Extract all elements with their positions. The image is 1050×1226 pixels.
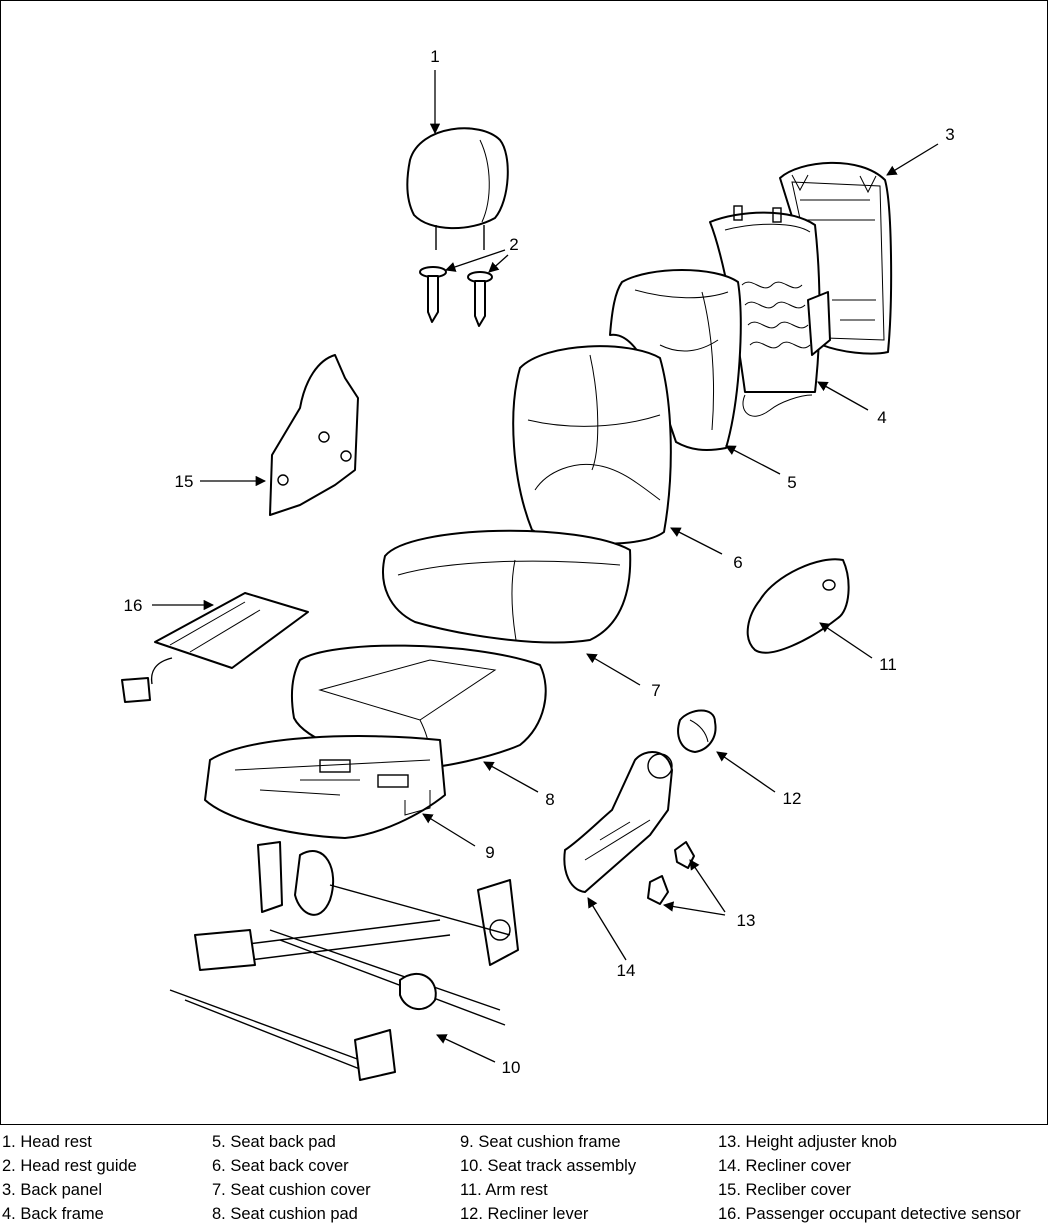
legend-item: 16. Passenger occupant detective sensor bbox=[718, 1205, 1021, 1223]
callout-4: 4 bbox=[877, 408, 886, 427]
legend-item: 10. Seat track assembly bbox=[460, 1157, 637, 1175]
leader-2a bbox=[445, 249, 506, 272]
legend-column-3: 9. Seat cushion frame 10. Seat track ass… bbox=[460, 1130, 636, 1226]
callout-2: 2 bbox=[509, 235, 518, 254]
leader-lines bbox=[152, 70, 939, 1063]
back-frame-part bbox=[709, 205, 831, 417]
leader-3 bbox=[886, 143, 939, 176]
legend-item: 11. Arm rest bbox=[460, 1181, 548, 1199]
seat-back-cover-part bbox=[512, 345, 672, 545]
leader-9 bbox=[422, 813, 476, 847]
callout-12: 12 bbox=[783, 789, 802, 808]
seat-track-assembly-part bbox=[169, 841, 519, 1081]
legend-column-1: 1. Head rest 2. Head rest guide 3. Back … bbox=[2, 1130, 137, 1226]
recliber-cover-part bbox=[269, 354, 359, 516]
callout-7: 7 bbox=[651, 681, 660, 700]
legend-item: 15. Recliber cover bbox=[718, 1181, 851, 1199]
legend-item: 1. Head rest bbox=[2, 1133, 92, 1151]
legend-item: 6. Seat back cover bbox=[212, 1157, 349, 1175]
seat-back-pad-part bbox=[609, 269, 742, 451]
callout-labels: 1 2 3 4 5 6 7 8 9 10 11 12 13 14 15 16 bbox=[124, 47, 955, 1077]
legend-item: 4. Back frame bbox=[2, 1205, 104, 1223]
leader-8 bbox=[483, 761, 539, 793]
seat-cushion-cover-part bbox=[382, 529, 632, 644]
seat-cushion-frame-part bbox=[204, 735, 446, 839]
leader-2b bbox=[488, 254, 509, 273]
leader-5 bbox=[725, 445, 781, 475]
seat-exploded-diagram: 1 2 3 4 5 6 7 8 9 10 11 12 13 14 15 16 bbox=[121, 47, 955, 1081]
callout-3: 3 bbox=[945, 125, 954, 144]
leader-12 bbox=[716, 751, 776, 793]
head-rest-guide-part bbox=[419, 266, 493, 327]
legend-item: 2. Head rest guide bbox=[2, 1157, 137, 1175]
callout-13: 13 bbox=[737, 911, 756, 930]
back-panel-part bbox=[779, 161, 893, 355]
height-adjuster-knob-part bbox=[647, 841, 695, 905]
callout-1: 1 bbox=[430, 47, 439, 66]
callout-16: 16 bbox=[124, 596, 143, 615]
leader-4 bbox=[817, 381, 869, 411]
head-rest-part bbox=[406, 127, 509, 250]
leader-11 bbox=[819, 622, 873, 659]
callout-14: 14 bbox=[617, 961, 636, 980]
callout-9: 9 bbox=[485, 843, 494, 862]
legend-item: 9. Seat cushion frame bbox=[460, 1133, 621, 1151]
arm-rest-part bbox=[746, 558, 850, 654]
parts-legend: 1. Head rest 2. Head rest guide 3. Back … bbox=[0, 1130, 1050, 1223]
callout-5: 5 bbox=[787, 473, 796, 492]
callout-6: 6 bbox=[733, 553, 742, 572]
legend-item: 5. Seat back pad bbox=[212, 1133, 336, 1151]
callout-15: 15 bbox=[175, 472, 194, 491]
leader-10 bbox=[436, 1034, 496, 1063]
callout-10: 10 bbox=[502, 1058, 521, 1077]
legend-column-2: 5. Seat back pad 6. Seat back cover 7. S… bbox=[212, 1130, 371, 1226]
callout-11: 11 bbox=[879, 655, 897, 674]
legend-item: 7. Seat cushion cover bbox=[212, 1181, 371, 1199]
legend-item: 12. Recliner lever bbox=[460, 1205, 589, 1223]
legend-item: 8. Seat cushion pad bbox=[212, 1205, 358, 1223]
leader-7 bbox=[586, 653, 641, 686]
leader-6 bbox=[670, 527, 723, 555]
recliner-lever-part bbox=[677, 709, 717, 753]
leader-14 bbox=[587, 897, 627, 961]
legend-item: 14. Recliner cover bbox=[718, 1157, 851, 1175]
legend-column-4: 13. Height adjuster knob 14. Recliner co… bbox=[718, 1130, 1021, 1226]
callout-8: 8 bbox=[545, 790, 554, 809]
occupant-sensor-part bbox=[121, 592, 309, 703]
leader-13a bbox=[689, 859, 726, 913]
recliner-cover-part bbox=[563, 751, 673, 893]
leader-13b bbox=[662, 901, 726, 916]
legend-item: 13. Height adjuster knob bbox=[718, 1133, 897, 1151]
legend-item: 3. Back panel bbox=[2, 1181, 102, 1199]
